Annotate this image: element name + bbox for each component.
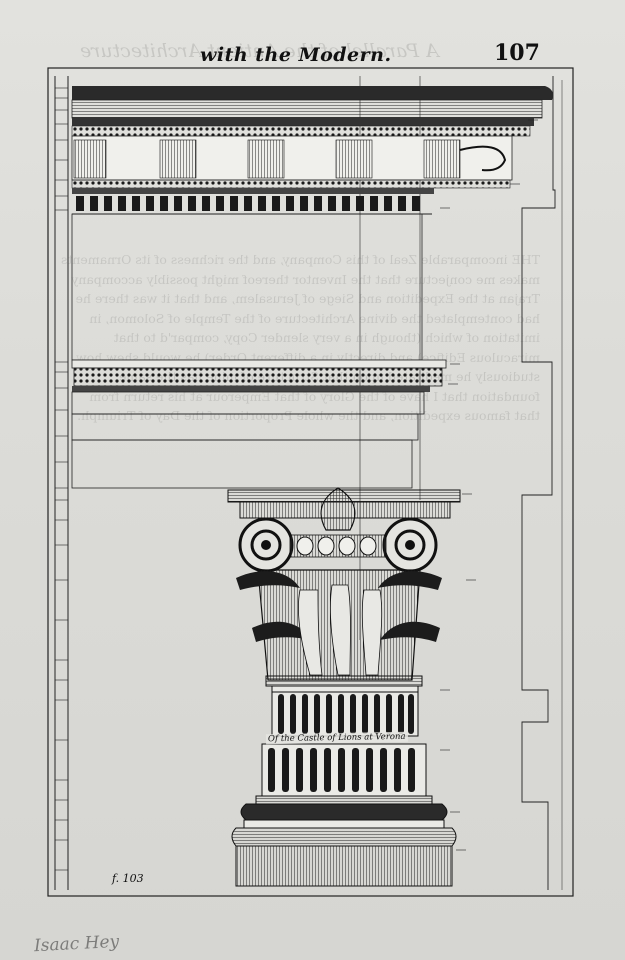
right-profile-line: [521, 76, 556, 890]
running-header-title: with the Modern.: [200, 44, 392, 66]
fluted-shaft-upper: [271, 691, 419, 737]
column-neck: [265, 675, 423, 693]
architrave: [71, 359, 447, 489]
right-dimension-marks: [440, 87, 540, 851]
page-number: 107: [494, 40, 540, 66]
figure-label: f. 103: [112, 872, 144, 885]
left-scale: [55, 87, 68, 871]
column-capital: [227, 487, 461, 681]
frieze: [71, 213, 423, 361]
fluted-shaft-lower: [261, 743, 427, 797]
cornice: [71, 86, 554, 215]
column-base: [231, 795, 457, 887]
plate-border: [47, 67, 574, 897]
